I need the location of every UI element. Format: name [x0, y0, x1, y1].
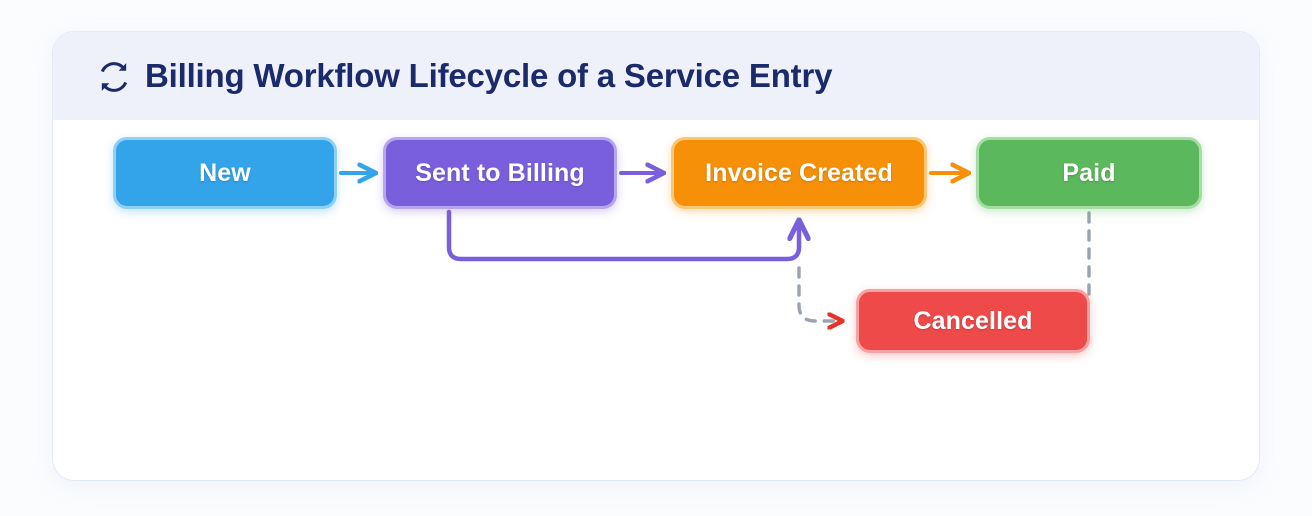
node-new-label: New	[199, 158, 251, 187]
card-header: Billing Workflow Lifecycle of a Service …	[53, 32, 1259, 120]
node-sent-to-billing-label: Sent to Billing	[415, 158, 585, 187]
sync-refresh-icon	[100, 62, 128, 92]
node-cancelled-label: Cancelled	[913, 306, 1033, 335]
node-new[interactable]: New	[113, 137, 337, 209]
node-paid-label: Paid	[1062, 158, 1116, 187]
edge-sent-to-invoice-loopback	[446, 209, 799, 262]
workflow-edges	[339, 120, 1091, 481]
node-invoice-created-label: Invoice Created	[705, 158, 893, 187]
workflow-card: Billing Workflow Lifecycle of a Service …	[52, 31, 1260, 481]
node-sent-to-billing[interactable]: Sent to Billing	[383, 137, 617, 209]
page-title: Billing Workflow Lifecycle of a Service …	[145, 57, 833, 94]
node-cancelled[interactable]: Cancelled	[856, 289, 1090, 353]
node-paid[interactable]: Paid	[976, 137, 1202, 209]
workflow-diagram: New Sent to Billing Invoice Created Paid…	[53, 120, 1259, 481]
node-invoice-created[interactable]: Invoice Created	[671, 137, 927, 209]
edge-invoice-to-cancelled	[797, 266, 841, 321]
